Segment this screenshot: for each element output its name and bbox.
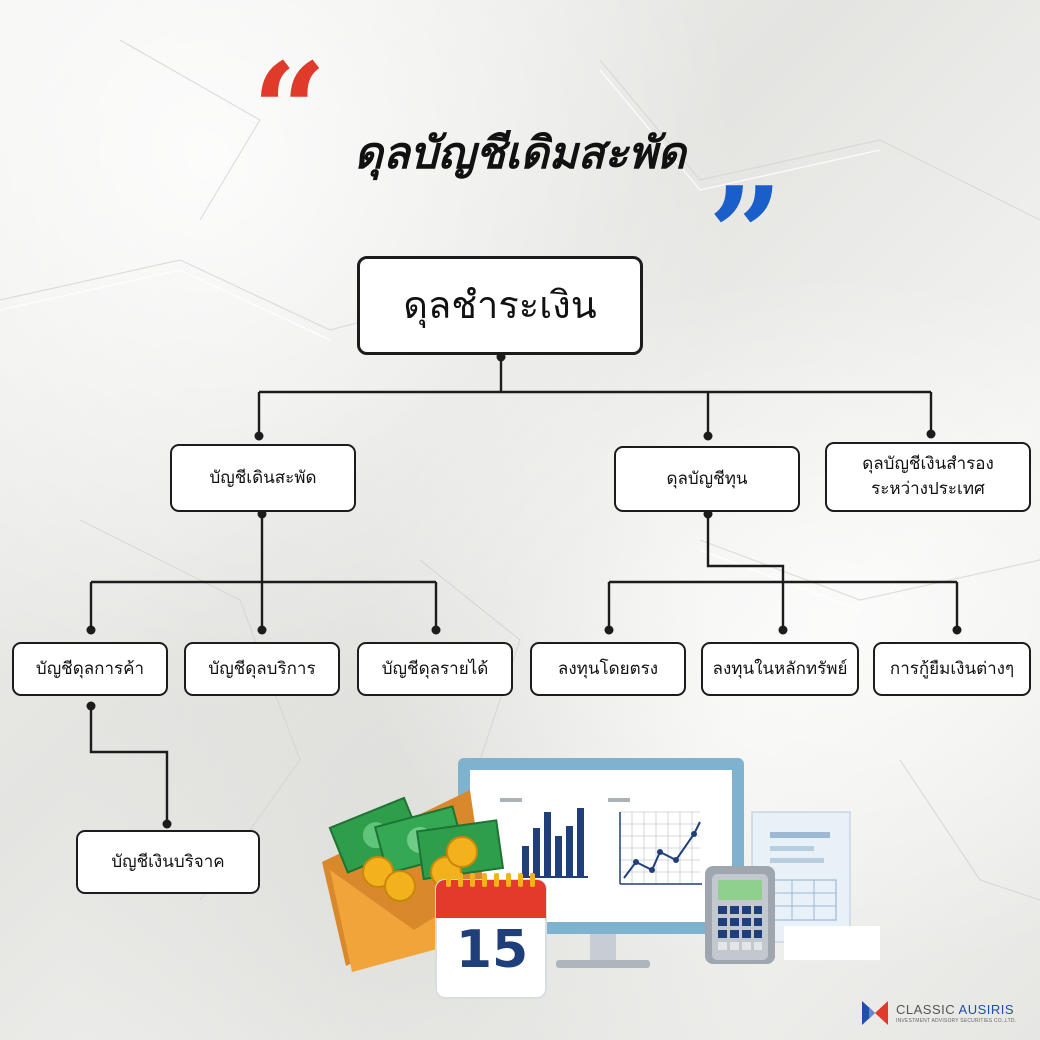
node-income-account: บัญชีดุลรายได้ — [357, 642, 513, 696]
node-label-line2: ระหว่างประเทศ — [871, 479, 985, 499]
connector-root-level1 — [257, 355, 933, 438]
connector-dot — [257, 625, 267, 635]
node-balance-of-payments: ดุลชำระเงิน — [357, 256, 643, 355]
node-label: บัญชีดุลบริการ — [208, 658, 316, 679]
node-capital-account: ดุลบัญชีทุน — [614, 446, 800, 512]
calendar-icon — [435, 873, 547, 999]
page-title: ดุลบัญชีเดิมสะพัด — [354, 128, 686, 179]
node-label: บัญชีดุลการค้า — [35, 658, 145, 679]
calendar-day-number: 15 — [455, 920, 529, 980]
node-label: บัญชีเงินบริจาค — [111, 851, 225, 872]
connector-dot — [952, 625, 962, 635]
money-envelope-icon — [322, 790, 505, 972]
connector-dot — [703, 431, 713, 441]
node-current-account: บัญชีเดินสะพัด — [170, 444, 356, 512]
brand-logo-icon — [862, 1001, 888, 1025]
connector-dot — [254, 431, 264, 441]
node-label: ดุลชำระเงิน — [403, 282, 597, 327]
connector-dot — [778, 625, 788, 635]
connector-dot — [86, 625, 96, 635]
brand-tagline: INVESTMENT ADVISORY SECURITIES CO.,LTD. — [896, 1017, 1017, 1024]
connector-trade-transfers — [89, 706, 169, 826]
node-international-reserves: ดุลบัญชีเงินสำรอง ระหว่างประเทศ — [825, 442, 1031, 512]
brand-name: CLASSIC AUSIRIS — [896, 1001, 1015, 1017]
node-label: ดุลบัญชีทุน — [666, 468, 748, 489]
open-quote-mark: “ — [252, 34, 327, 187]
connector-current-children — [89, 512, 438, 632]
connector-capital-children — [607, 512, 959, 632]
connector-dot — [604, 625, 614, 635]
node-label: บัญชีเดินสะพัด — [209, 467, 317, 488]
connector-dot — [926, 429, 936, 439]
connector-dot — [86, 701, 96, 711]
calculator-icon — [705, 866, 775, 964]
node-label-line1: ดุลบัญชีเงินสำรอง — [862, 454, 994, 475]
node-label: ลงทุนในหลักทรัพย์ — [712, 658, 848, 679]
node-trade-account: บัญชีดุลการค้า — [12, 642, 168, 696]
node-services-account: บัญชีดุลบริการ — [184, 642, 340, 696]
connector-dot — [162, 819, 172, 829]
node-transfers-account: บัญชีเงินบริจาค — [76, 830, 260, 894]
node-label: ลงทุนโดยตรง — [557, 658, 659, 679]
connector-dot — [431, 625, 441, 635]
close-quote-mark: ” — [708, 158, 783, 311]
node-portfolio-investment: ลงทุนในหลักทรัพย์ — [701, 642, 859, 696]
node-label: การกู้ยืมเงินต่างๆ — [889, 658, 1015, 679]
node-direct-investment: ลงทุนโดยตรง — [530, 642, 686, 696]
node-label: บัญชีดุลรายได้ — [381, 658, 489, 679]
node-borrowing: การกู้ยืมเงินต่างๆ — [873, 642, 1031, 696]
brand-logo: CLASSIC AUSIRIS INVESTMENT ADVISORY SECU… — [860, 998, 1016, 1028]
